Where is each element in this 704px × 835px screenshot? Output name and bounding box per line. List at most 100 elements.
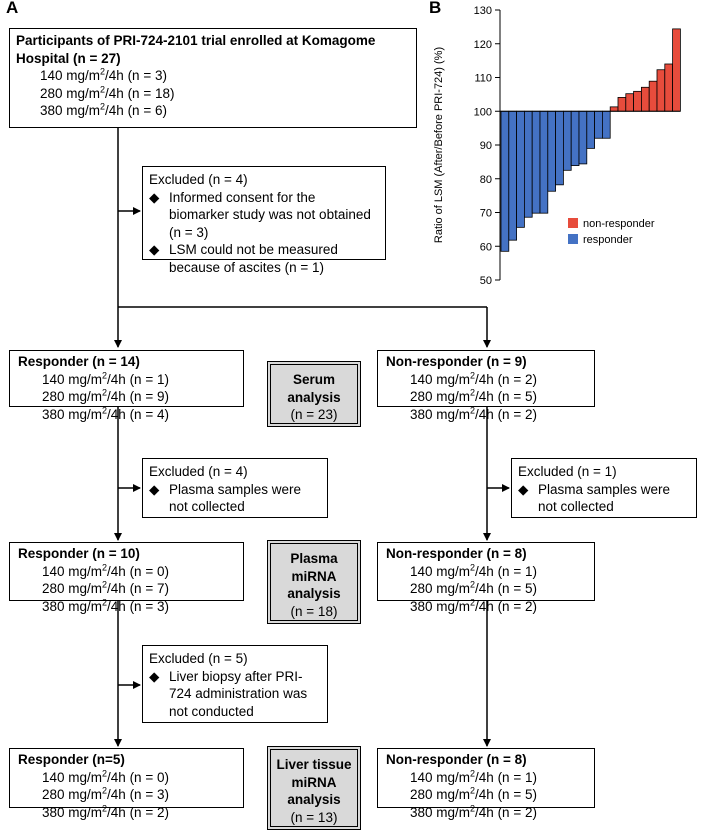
dose-row: 380 mg/m2/4h (n = 2)	[410, 803, 537, 820]
responder-box-liver: Responder (n=5) 140 mg/m2/4h (n = 0) 280…	[9, 748, 244, 820]
responder-bar	[586, 110, 596, 149]
analysis-title: Liver tissue	[276, 757, 352, 772]
excluded-item: ◆Liver biopsy after PRI-724 administrati…	[149, 668, 308, 719]
responder-box-plasma: Responder (n = 10) 140 mg/m2/4h (n = 0) …	[9, 542, 244, 614]
y-tick-label: 50	[480, 275, 492, 287]
responder-bar	[524, 110, 533, 218]
diamond-bullet-icon: ◆	[149, 242, 160, 257]
diamond-bullet-icon: ◆	[149, 668, 160, 684]
nonresponder-box-liver: Non-responder (n = 8) 140 mg/m2/4h (n = …	[377, 748, 595, 820]
analysis-title: Plasma	[290, 551, 338, 566]
analysis-count: (n = 18)	[290, 603, 338, 619]
analysis-title: analysis	[287, 586, 341, 601]
dose-row: 140 mg/m2/4h (n = 3)	[40, 66, 167, 83]
legend-label: non-responder	[583, 218, 655, 230]
y-tick-label: 100	[474, 106, 492, 118]
dose-row: 140 mg/m2/4h (n = 1)	[42, 370, 169, 387]
nonresponder-bar	[672, 28, 681, 112]
responder-title: Responder (n=5)	[18, 752, 125, 767]
analysis-title: analysis	[287, 792, 341, 807]
analysis-count: (n = 13)	[290, 809, 338, 825]
responder-title: Responder (n = 14)	[18, 354, 140, 369]
dose-row: 140 mg/m2/4h (n = 2)	[410, 370, 537, 387]
dose-row: 380 mg/m2/4h (n = 2)	[42, 803, 169, 820]
nonresponder-bar	[625, 93, 635, 112]
excluded-box-liver-biopsy: Excluded (n = 5) ◆Liver biopsy after PRI…	[142, 645, 328, 723]
dose-row: 380 mg/m2/4h (n = 2)	[410, 405, 537, 422]
responder-bar	[578, 110, 588, 165]
dose-row: 140 mg/m2/4h (n = 0)	[42, 768, 169, 785]
responder-bar	[594, 110, 603, 139]
excluded-title: Excluded (n = 5)	[149, 651, 248, 666]
responder-bar	[555, 110, 564, 186]
dose-row: 280 mg/m2/4h (n = 3)	[42, 785, 169, 802]
excluded-box-consent: Excluded (n = 4) ◆Informed consent for t…	[142, 166, 386, 275]
dose-row: 380 mg/m2/4h (n = 6)	[40, 101, 167, 118]
excluded-item: ◆Plasma samples were not collected	[149, 481, 302, 515]
dose-row: 140 mg/m2/4h (n = 0)	[42, 562, 169, 579]
legend-label: responder	[583, 234, 633, 246]
nonresponder-title: Non-responder (n = 8)	[386, 546, 527, 561]
y-tick-label: 60	[480, 241, 492, 253]
dose-row: 140 mg/m2/4h (n = 1)	[410, 768, 537, 785]
responder-bar	[516, 110, 525, 228]
y-tick-label: 80	[480, 174, 492, 186]
excluded-box-plasma-responder: Excluded (n = 4) ◆Plasma samples were no…	[142, 458, 328, 518]
diamond-bullet-icon: ◆	[149, 189, 160, 205]
nonresponder-box-serum: Non-responder (n = 9) 140 mg/m2/4h (n = …	[377, 350, 595, 422]
responder-bar	[500, 110, 510, 252]
responder-bar	[562, 110, 572, 171]
nonresponder-bar	[609, 106, 619, 112]
panel-label-a: A	[6, 0, 19, 17]
analysis-count: (n = 23)	[290, 407, 338, 422]
excluded-item: ◆Plasma samples were not collected	[518, 481, 671, 515]
y-tick-label: 70	[480, 208, 492, 220]
responder-bar	[601, 110, 611, 139]
responder-bar	[539, 110, 549, 214]
panel-label-b: B	[429, 0, 442, 17]
responder-bar	[508, 110, 518, 241]
nonresponder-bar	[648, 80, 658, 112]
dose-row: 380 mg/m2/4h (n = 4)	[42, 405, 169, 422]
liver-tissue-mirna-analysis-box: Liver tissue miRNA analysis (n = 13)	[267, 746, 361, 830]
dose-row: 280 mg/m2/4h (n = 7)	[42, 579, 169, 596]
participants-title: Participants of PRI-724-2101 trial enrol…	[16, 33, 376, 66]
nonresponder-bar	[640, 86, 650, 112]
diamond-bullet-icon: ◆	[149, 481, 160, 497]
dose-row: 280 mg/m2/4h (n = 5)	[410, 579, 537, 596]
plasma-mirna-analysis-box: Plasma miRNA analysis (n = 18)	[267, 540, 361, 624]
y-tick-label: 130	[474, 5, 492, 17]
legend-swatch	[568, 234, 578, 244]
excluded-item: ◆LSM could not be measured because of as…	[149, 242, 338, 275]
responder-box-serum: Responder (n = 14) 140 mg/m2/4h (n = 1) …	[9, 350, 244, 422]
analysis-title: miRNA	[291, 774, 337, 790]
nonresponder-box-plasma: Non-responder (n = 8) 140 mg/m2/4h (n = …	[377, 542, 595, 614]
excluded-item: ◆Informed consent for the biomarker stud…	[149, 189, 371, 240]
dose-row: 380 mg/m2/4h (n = 2)	[410, 597, 537, 614]
dose-row: 280 mg/m2/4h (n = 9)	[42, 387, 169, 404]
analysis-title: miRNA	[291, 568, 337, 584]
responder-bar	[547, 110, 557, 192]
nonresponder-title: Non-responder (n = 8)	[386, 752, 527, 767]
serum-analysis-box: Serum analysis (n = 23)	[267, 361, 361, 427]
participants-box: Participants of PRI-724-2101 trial enrol…	[9, 28, 417, 128]
y-tick-label: 120	[474, 39, 492, 51]
responder-title: Responder (n = 10)	[18, 546, 140, 561]
nonresponder-bar	[664, 63, 674, 112]
legend-swatch	[568, 218, 578, 228]
diamond-bullet-icon: ◆	[518, 481, 529, 497]
dose-row: 380 mg/m2/4h (n = 3)	[42, 597, 169, 614]
dose-row: 280 mg/m2/4h (n = 5)	[410, 387, 537, 404]
dose-row: 140 mg/m2/4h (n = 1)	[410, 562, 537, 579]
excluded-title: Excluded (n = 4)	[149, 464, 248, 479]
dose-row: 280 mg/m2/4h (n = 18)	[40, 84, 175, 101]
y-tick-label: 90	[480, 140, 492, 152]
nonresponder-bar	[656, 69, 666, 112]
analysis-title: analysis	[287, 389, 341, 405]
nonresponder-bar	[617, 97, 627, 112]
excluded-box-plasma-nonresponder: Excluded (n = 1) ◆Plasma samples were no…	[511, 458, 697, 518]
nonresponder-bar	[633, 90, 642, 112]
analysis-title: Serum	[292, 372, 336, 387]
